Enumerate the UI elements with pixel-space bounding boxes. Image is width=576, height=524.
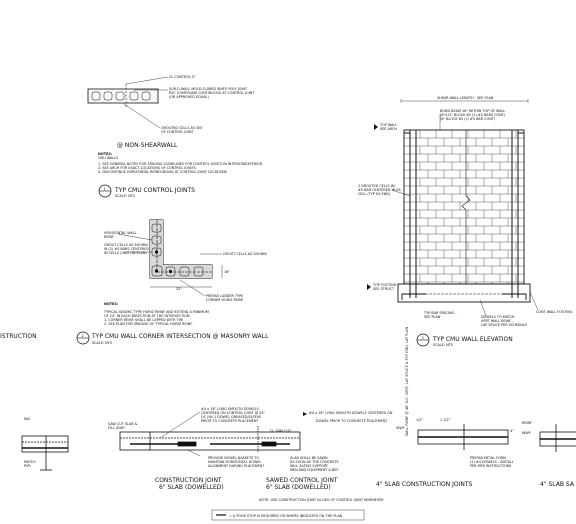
title-construction-joint: CONSTRUCTION JOINT	[155, 477, 222, 484]
callout-horizontal-wall: HORIZONTAL WALL	[104, 231, 137, 235]
note-1: 1. SEE GENERAL NOTES FOR SPACING GUIDELI…	[98, 162, 263, 166]
callout-pvc: PVC COMPOUND CONTINUOUS AT CONTROL JOINT	[169, 91, 255, 95]
callout-reinf-2: REINF	[522, 421, 532, 425]
callout-provide-dowel: PROVIDE DOWEL BASKETS TO	[208, 456, 259, 460]
title-corner-prefix: ISTRUCTION	[0, 333, 37, 340]
callout-bond-beam-2: (8"x12" BLOCK W/ (2) #5 BARS CONT)	[440, 113, 506, 117]
callout-saw-cut: SAW CUT SLAB &	[108, 422, 138, 426]
callout-shear-wall-length: SHEAR WALL LENGTH - SEE PLAN	[437, 96, 494, 100]
note-bottom: NOTE: USE CONSTRUCTION JOINT IN LIEU OF …	[259, 498, 384, 502]
callout-top-footing: TOP FOOTING	[372, 283, 397, 287]
callout-bond-beam-3: (8" BLOCK W/ (1) #5 BAR CONT)	[440, 117, 496, 121]
note-3: 3. DISCONTINUE HORIZONTAL REINFORCING AT…	[98, 170, 227, 174]
title-cmu-control-joints: TYP CMU CONTROL JOINTS	[114, 187, 195, 194]
title-sawed-control-joint-sub: 6" SLAB (DOWELLED)	[266, 484, 331, 491]
title-construction-joint-sub: 6" SLAB (DOWELLED)	[159, 484, 224, 491]
callout-sur-o-wall: SUR-O-WALL MOLD-FLARED SINFO POLY JOINT	[169, 87, 248, 91]
title-sawed-control-joint: SAWED CONTROL JOINT	[266, 477, 338, 484]
callout-of-control-joint: OF CONTROL JOINT	[161, 130, 195, 134]
dim-16: 16"	[224, 270, 230, 274]
callout-wwf-2: WWF	[522, 431, 531, 435]
detail-number-elevation: 3	[422, 336, 424, 340]
title-non-shearwall: @ NON-SHEARWALL	[117, 142, 178, 149]
callout-dowel-1: #4 x 18" LONG SMOOTH DOWELS	[201, 407, 259, 411]
callout-cl-saw-cut: CL SAW CUT	[270, 429, 292, 433]
scale-label-2: SCALE: NTS	[92, 341, 112, 345]
detail-corner-intersection: 32" 16" HORIZONTAL WALL REINF GROUT CELL…	[0, 219, 269, 345]
callout-men-equipment: MEN AND EQUIPMENT & BEF	[290, 468, 339, 472]
detail-wall-elevation: SHEAR WALL LENGTH - SEE PLAN BOND BEAM 1…	[358, 96, 573, 436]
callout-pvr: PVR	[24, 464, 31, 468]
callout-dowel-3: OC (W/ 1 DOWEL GREASED/SLEEVE	[201, 415, 261, 419]
callout-see-struct: SEE STRUCT	[373, 287, 395, 291]
title-wall-elevation: TYP CMU WALL ELEVATION	[432, 336, 513, 343]
note2-corner: 1. CORNER REINF SHALL BE LAPPED WITH THE	[104, 318, 183, 322]
callout-grouted-cells-w: 2 GROUTED CELLS W/	[358, 184, 396, 188]
callout-ing: ING	[24, 417, 31, 421]
vertical-note: WALL REINF @ 48" O.C. VERT, LAP SPLICE &…	[405, 327, 409, 436]
callout-cont-wall-footing: CONT WALL FOOTING	[536, 310, 573, 314]
scale-label-1: SCALE: NTS	[115, 194, 135, 198]
detail-slab-joints: ING MATCH PVR SAW CUT SLAB & FILL JOINT …	[21, 407, 576, 521]
title-corner-intersection: TYP CMU WALL CORNER INTERSECTION @ MASON…	[91, 333, 269, 340]
callout-slab-shall: SLAB SHALL BE SAWN	[290, 456, 328, 460]
title-slab-sa: 4" SLAB SA	[540, 481, 575, 488]
note2-typ-reinf: TYPICAL SEISMIC TYPE HORIZ REINF AND EXT…	[103, 310, 209, 314]
callout-alignment: ALIGNMENT DURING PLACEMENT	[208, 464, 265, 468]
callout-grouted-cells-bar: #5 BAR CENTERED IN EA	[358, 188, 401, 192]
detail-non-shearwall: CL CONTROL JT SUR-O-WALL MOLD-FLARED SIN…	[87, 75, 263, 198]
callout-prefab-ladder: PREFAB LADDER TYPE	[206, 294, 243, 298]
notes2-label: NOTES:	[104, 302, 118, 306]
callout-dowel-2: CENTERED ON CONTROL JOINT @ 24"	[201, 411, 266, 415]
dim-4: 4"	[510, 429, 514, 433]
detail-number-control: 1	[104, 187, 106, 191]
callout-w-dowels: (2) #4 DOWELS - INSTALL	[470, 460, 514, 464]
callout-fill-joint: FILL JOINT	[108, 426, 126, 430]
notes-label: NOTES:	[98, 152, 112, 156]
callout-see-arch: SEE ARCH	[380, 127, 397, 131]
callout-wwf: WWF	[396, 426, 405, 430]
callout-dowel-6: DOWEL PRIOR TO CONCRETE PLACEMENT	[316, 419, 388, 423]
callout-grout-cells: GROUT CELLS AS SHOWN	[104, 243, 148, 247]
callout-grouted-cells-end: CELL (TYP EA END)	[358, 192, 391, 196]
title-slab-construction-joints: 4" SLAB CONSTRUCTION JOINTS	[376, 481, 472, 488]
detail-number-corner: 2	[82, 334, 84, 338]
dim-1-5: 1 1/2"	[440, 418, 451, 422]
callout-top-wall: TOP WALL	[379, 123, 397, 127]
dim-32: 32"	[176, 287, 182, 291]
note-2: 2. SEE ARCH FOR EXACT LOCATIONS OF CONTR…	[98, 166, 196, 170]
callout-lap-splice: LAP SPLICE PER SCHEDULE	[481, 323, 527, 327]
callout-corner-horiz: CORNER HORIZ REINF	[206, 298, 244, 302]
callout-dowel-4: PRIOR TO CONCRETE PLACEMENT	[201, 419, 259, 423]
callout-in-cells: IN CELLS (UNO ON PLAN)	[104, 251, 147, 255]
callout-see-plan-2: SEE PLAN	[424, 315, 441, 319]
callout-prefab-metal: PREFAB METAL FORM	[470, 456, 506, 460]
callout-vert-wall-reinf: VERT WALL REINF -	[481, 319, 514, 323]
callout-will-safely: WILL SAFELY SUPPORT	[290, 464, 329, 468]
callout-per-mfr: PER MFR INSTRUCTIONS	[470, 464, 511, 468]
callout-typ-bar-spacing: TYP BAR SPACING -	[423, 311, 457, 315]
note2-see-plan: 2. SEE PLAN FOR SPACING OF TYPICAL HORIZ…	[104, 322, 193, 326]
notes-cmu-walls: CMU WALLS	[98, 156, 118, 160]
callout-bars-centered: W (2) #5 BARS CENTERED	[104, 247, 149, 251]
scale-label-3: SCALE: NTS	[433, 343, 453, 347]
legend-note: = A POUR STOP IS REQUIRED OR WHERE INDIC…	[229, 514, 343, 518]
callout-match: MATCH	[24, 460, 36, 464]
callout-cl-control-jt: CL CONTROL JT	[169, 75, 196, 79]
callout-dowel-5: #4 x 18" LONG SMOOTH DOWELS CENTERED ON	[309, 411, 393, 415]
dim-half: 1/2"	[416, 418, 423, 422]
callout-dowels: DOWELS TO MATCH	[481, 315, 515, 319]
callout-bond-beam: BOND BEAM 16" WITHIN TOP OF WALL	[440, 109, 505, 113]
note2-of-24: OF 24" IN EACH DIRECTION AT THE INTERSEC…	[104, 314, 190, 318]
callout-approved-equal: (OR APPROVED EQUAL)	[169, 95, 209, 99]
callout-grout-cells-as-shown: GROUT CELLS AS SHOWN	[223, 252, 267, 256]
callout-maintain: MAINTAIN HORIZONTAL DOWEL	[208, 460, 261, 464]
callout-as-soon: AS SOON AS THE CONCRETE	[290, 460, 339, 464]
callout-grouted-cells: GROUTED CELLS AS SEE	[161, 126, 203, 130]
callout-reinf: REINF	[104, 235, 114, 239]
